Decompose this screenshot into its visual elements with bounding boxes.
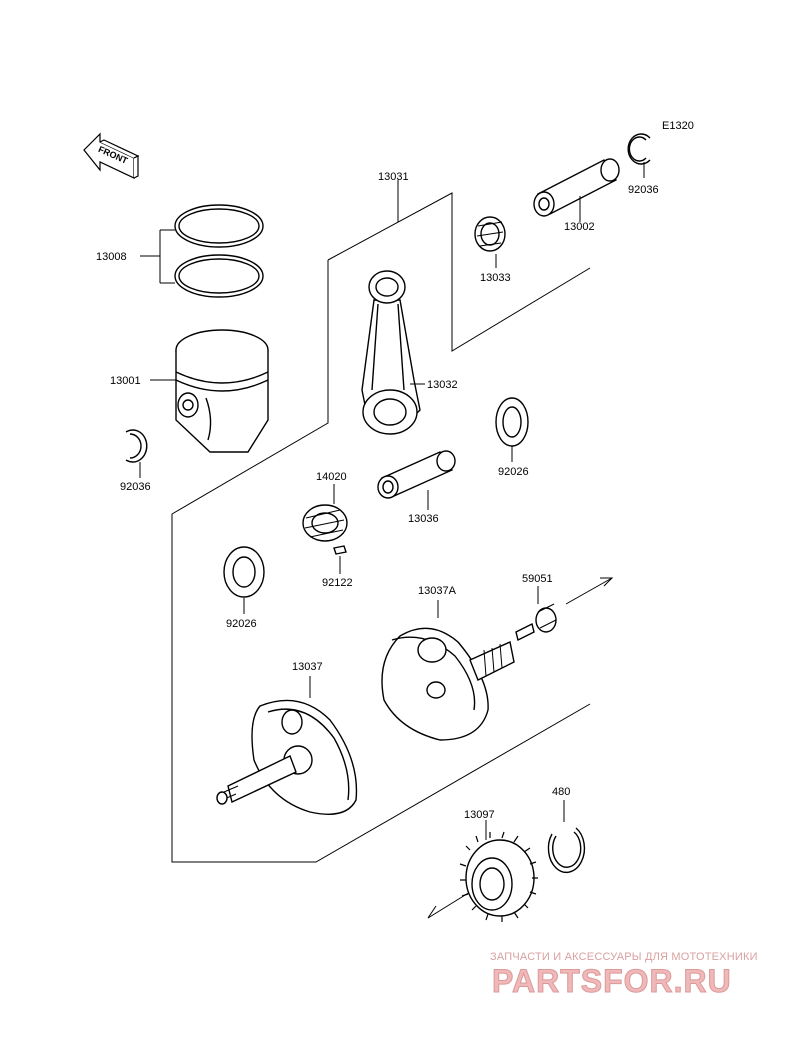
woodruff-key-gear [515, 586, 557, 642]
diagram-code: E1320 [662, 120, 694, 132]
front-arrow-icon: FRONT [83, 132, 140, 179]
label-13001: 13001 [110, 375, 141, 387]
label-480: 480 [552, 786, 570, 798]
watermark-logo: PARTSFOR.RU [492, 963, 732, 1000]
label-13036: 13036 [408, 513, 439, 525]
crank-pin [377, 450, 456, 510]
watermark-tagline: ЗАПЧАСТИ И АКСЕССУАРЫ ДЛЯ МОТОТЕХНИКИ [490, 951, 758, 963]
crankshaft-right-half [381, 600, 515, 741]
piston-pin [533, 158, 620, 222]
thrust-washer-left [223, 546, 265, 614]
circlip-left [125, 429, 148, 478]
label-14020: 14020 [316, 471, 347, 483]
label-13008: 13008 [96, 251, 127, 263]
connecting-rod [361, 270, 421, 435]
piston [175, 329, 269, 453]
label-92036-left: 92036 [120, 481, 151, 493]
label-13037: 13037 [292, 661, 323, 673]
dowel-pin [333, 545, 347, 574]
small-end-bearing [474, 216, 506, 268]
thrust-washer-right [495, 397, 529, 462]
label-59051: 59051 [522, 573, 553, 585]
label-13002: 13002 [564, 221, 595, 233]
label-92036-right: 92036 [628, 184, 659, 196]
circlip-right [627, 133, 651, 178]
crankshaft-left-half [216, 676, 358, 815]
label-92026-right: 92026 [498, 466, 529, 478]
piston-rings-leader [140, 229, 175, 284]
big-end-bearing [302, 484, 348, 542]
conrod-kit-boundary [171, 180, 591, 863]
label-92026-left: 92026 [226, 618, 257, 630]
primary-gear [459, 820, 538, 922]
label-13031: 13031 [378, 171, 409, 183]
piston-rings [174, 204, 264, 298]
label-13037A: 13037A [418, 585, 457, 597]
circlip-480 [547, 800, 586, 873]
label-13032: 13032 [427, 379, 458, 391]
crank-axis-lines [427, 577, 614, 919]
label-92122: 92122 [322, 577, 353, 589]
label-13033: 13033 [480, 272, 511, 284]
label-13097: 13097 [464, 809, 495, 821]
